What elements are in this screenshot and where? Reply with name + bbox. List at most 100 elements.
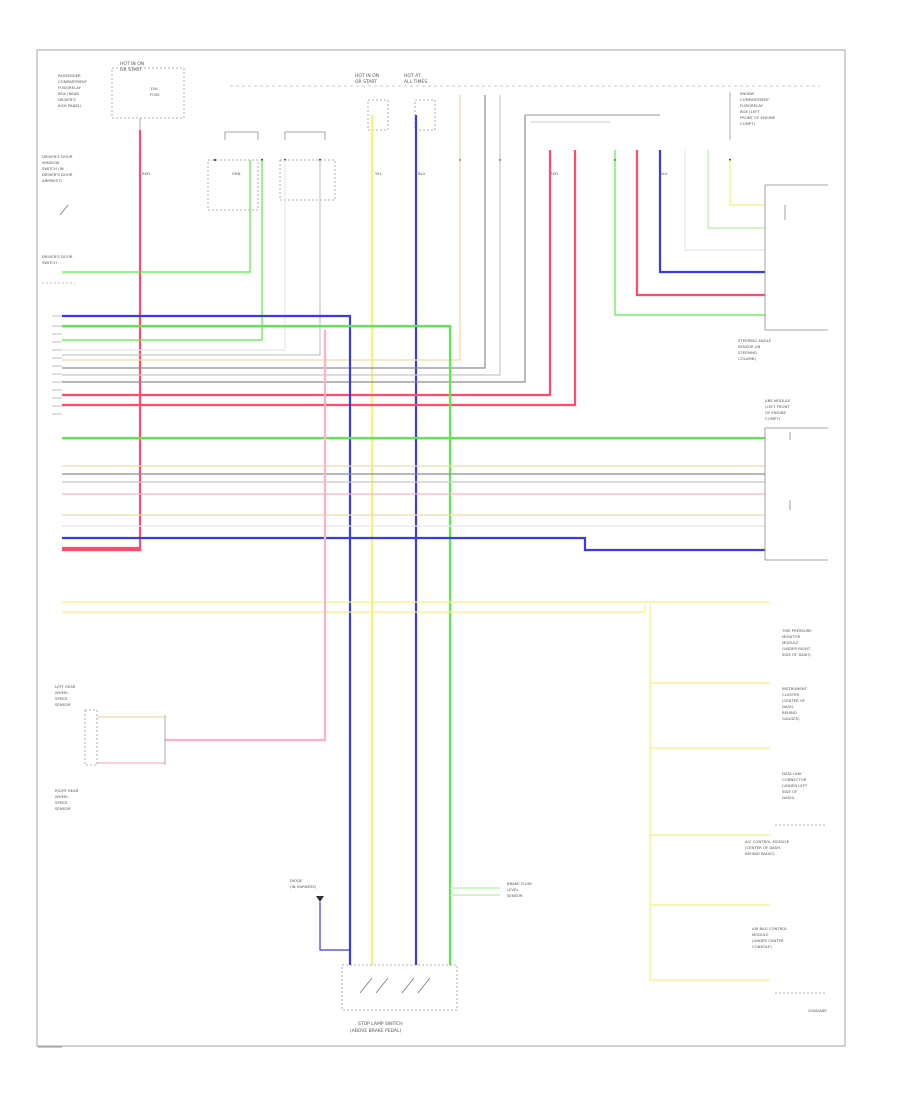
text-line: SIDE OF DASH) bbox=[782, 652, 811, 657]
wire-red-3 bbox=[62, 150, 577, 407]
text-line: WHEEL bbox=[55, 794, 69, 799]
text-line: DRIVER'S DOOR bbox=[42, 172, 73, 177]
text-line: KICK PANEL) bbox=[58, 103, 82, 108]
wire-tan-1 bbox=[62, 95, 461, 361]
switch-symbol bbox=[59, 204, 69, 216]
wire-code: BLU bbox=[660, 171, 668, 176]
wire-red-feed bbox=[62, 130, 142, 552]
text-line: CONNECTOR bbox=[782, 777, 807, 782]
text-line: ALL TIMES bbox=[404, 79, 427, 85]
wire-gray-2 bbox=[62, 95, 486, 369]
stop-lamp-switch: STOP LAMP SWITCH (ABOVE BRAKE PEDAL) bbox=[341, 964, 458, 1034]
wire-green-2 bbox=[62, 160, 263, 341]
text-line: STEERING ANGLE bbox=[738, 338, 772, 343]
text-line: A/C CONTROL MODULE bbox=[745, 839, 790, 844]
text-line: OR START bbox=[355, 79, 377, 85]
wire-green-right bbox=[614, 150, 765, 316]
text-line: ENGINE bbox=[740, 91, 755, 96]
switch-symbol bbox=[401, 977, 415, 994]
wire-green-center bbox=[62, 324, 452, 965]
text-line: DIODE bbox=[290, 878, 303, 883]
text-line: ABS MODULE bbox=[765, 398, 791, 403]
fuse-box-hot-label-2: OR START bbox=[120, 67, 142, 73]
text-line: BOX (NEAR bbox=[58, 91, 79, 96]
text-line: LEVEL bbox=[507, 887, 520, 892]
wire-red-2 bbox=[62, 150, 552, 397]
text-line: STOP LAMP SWITCH bbox=[358, 1021, 403, 1027]
text-line: SPEED bbox=[55, 696, 67, 701]
text-line: FUSE bbox=[150, 92, 160, 97]
page-ref-label: 2008/ABS bbox=[808, 1008, 827, 1013]
wire-code: BLU bbox=[418, 171, 426, 176]
left-switch-block: DRIVER'S DOOR WINDOW SWITCH (IN DRIVER'S… bbox=[42, 154, 75, 284]
text-line: COLUMN) bbox=[738, 356, 756, 361]
text-line: HOT AT bbox=[404, 73, 421, 79]
text-line: BOX (LEFT bbox=[740, 109, 760, 114]
wire-white-right bbox=[684, 150, 765, 251]
text-line: (UNDER RIGHT bbox=[782, 646, 811, 651]
right-module-steering: STEERING ANGLE SENSOR (IN STEERING COLUM… bbox=[738, 184, 828, 361]
text-line: CLUSTER bbox=[782, 692, 799, 697]
text-line: SWITCH bbox=[42, 260, 57, 265]
text-line: BRAKE FLUID bbox=[507, 881, 532, 886]
text-line: CONSOLE) bbox=[752, 944, 772, 949]
text-line: BEHIND RADIO) bbox=[745, 851, 775, 856]
left-wheel-sensors: LEFT REAR WHEEL SPEED SENSOR RIGHT REAR … bbox=[55, 684, 166, 811]
wire-white-1 bbox=[62, 160, 286, 351]
top-connector-row: RED GRN YEL BLU RED BLU bbox=[138, 158, 732, 176]
text-line: HOT IN ON bbox=[355, 73, 379, 79]
text-line: MODULE bbox=[782, 640, 799, 645]
wire-blue-bus bbox=[62, 536, 765, 552]
diode-component: DIODE (IN HARNESS) bbox=[290, 878, 324, 902]
text-line: GAUGES) bbox=[782, 716, 800, 721]
text-line: 15A bbox=[150, 86, 158, 91]
top-component-boxes bbox=[207, 131, 336, 211]
text-line: ARMREST) bbox=[42, 178, 62, 183]
wire-blue-left bbox=[62, 314, 352, 965]
wire-blue-right bbox=[658, 150, 765, 274]
wire-green-door bbox=[62, 160, 251, 273]
text-line: DASH, bbox=[782, 704, 794, 709]
wire-red-right bbox=[635, 150, 765, 297]
text-line: INSTRUMENT bbox=[782, 686, 808, 691]
text-line: DRIVER'S DOOR bbox=[42, 254, 73, 259]
text-line: (IN HARNESS) bbox=[290, 884, 317, 889]
text-line: STEERING bbox=[738, 350, 757, 355]
text-line: COMPT) bbox=[740, 121, 756, 126]
text-line: DASH) bbox=[782, 795, 795, 800]
text-line: SWITCH (IN bbox=[42, 166, 64, 171]
text-line: SENSOR bbox=[55, 702, 71, 707]
wire-yellow-bus-2 bbox=[62, 605, 646, 613]
text-line: WINDOW bbox=[42, 160, 60, 165]
left-connector-stack bbox=[52, 315, 62, 415]
text-line: BEHIND bbox=[782, 710, 797, 715]
right-list-modules: TIRE PRESSURE MONITOR MODULE (UNDER RIGH… bbox=[745, 628, 827, 1013]
text-line: FRONT OF ENGINE bbox=[740, 115, 776, 120]
text-line: (CENTER OF DASH, bbox=[745, 845, 781, 850]
text-line: LEFT REAR bbox=[55, 684, 76, 689]
text-line: DRIVER'S bbox=[58, 97, 76, 102]
wire-code: YEL bbox=[375, 171, 383, 176]
wire-blue-diode bbox=[319, 902, 350, 951]
text-line: FUSE/RELAY bbox=[740, 103, 764, 108]
wire-gray-4 bbox=[62, 115, 526, 383]
text-line: (CENTER OF bbox=[782, 698, 805, 703]
text-line: (ABOVE BRAKE PEDAL) bbox=[350, 1028, 402, 1034]
text-line: PASSENGER bbox=[58, 73, 81, 78]
text-line: MONITOR bbox=[782, 634, 801, 639]
text-line: COMPARTMENT bbox=[740, 97, 770, 102]
text-line: SIDE OF bbox=[782, 789, 797, 794]
text-line: COMPARTMENT bbox=[58, 79, 88, 84]
fuse-box-hot-label-1: HOT IN ON bbox=[120, 61, 144, 67]
top-left-fuse-block: HOT IN ON OR START PASSENGER COMPARTMENT… bbox=[58, 61, 185, 145]
brake-fluid-sensor: BRAKE FLUID LEVEL SENSOR bbox=[507, 881, 532, 898]
wire-yellow-vertical bbox=[649, 605, 770, 981]
top-center-fuse: HOT IN ON HOT AT OR START ALL TIMES bbox=[355, 73, 436, 131]
wire-code: RED bbox=[142, 171, 150, 176]
text-line: (LEFT FRONT bbox=[765, 404, 790, 409]
text-line: SPEED bbox=[55, 800, 67, 805]
top-right-block: ENGINE COMPARTMENT FUSE/RELAY BOX (LEFT … bbox=[525, 91, 776, 140]
text-line: RIGHT REAR bbox=[55, 788, 79, 793]
text-line: SENSOR bbox=[507, 893, 523, 898]
diode-icon bbox=[316, 896, 324, 902]
